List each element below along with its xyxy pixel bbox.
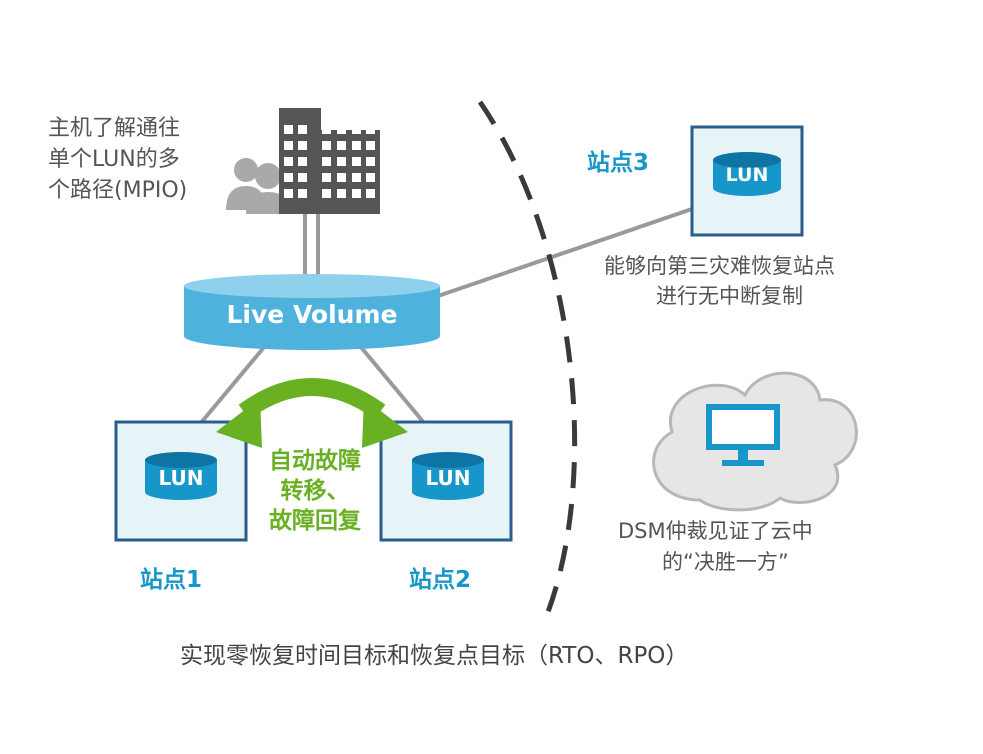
live-volume-cylinder — [184, 274, 440, 350]
building-window — [337, 157, 346, 166]
building-window — [337, 125, 346, 134]
building-window — [284, 189, 293, 198]
building-window — [298, 125, 307, 134]
building-window — [322, 173, 331, 182]
building-window — [298, 157, 307, 166]
volume-to-site1-line — [193, 338, 272, 432]
building-window — [366, 157, 375, 166]
building-window — [322, 157, 331, 166]
site3-label: 站点3 — [587, 150, 650, 176]
site2-label: 站点2 — [409, 567, 472, 593]
building-window — [284, 157, 293, 166]
site1-lun-label: LUN — [158, 466, 204, 490]
site3-lun-label: LUN — [725, 164, 769, 186]
mpio-line-2: 单个LUN的多 — [48, 147, 180, 172]
building-window — [352, 189, 361, 198]
failover-line-2: 转移、 — [280, 478, 350, 504]
cloud-witness-text: DSM仲裁见证了云中 的“决胜一方” — [618, 516, 813, 578]
dashed-boundary-arc — [477, 100, 578, 613]
monitor-icon — [706, 404, 780, 466]
building-window — [284, 125, 293, 134]
building-window — [322, 189, 331, 198]
building-window — [284, 173, 293, 182]
site2-box — [379, 420, 513, 542]
volume-to-site3-line — [437, 206, 696, 298]
building-icon — [279, 108, 380, 214]
cloud-line-1: DSM仲裁见证了云中 — [618, 519, 813, 543]
live-volume-label: Live Volume — [226, 300, 398, 329]
building-window — [352, 173, 361, 182]
building-window — [366, 189, 375, 198]
site1-box — [114, 420, 248, 542]
building-window — [337, 173, 346, 182]
failover-line-1: 自动故障 — [269, 448, 361, 474]
building-window — [352, 157, 361, 166]
building-window — [352, 141, 361, 150]
building-window — [337, 189, 346, 198]
site1-lun-cylinder — [145, 452, 217, 500]
building-window — [337, 141, 346, 150]
building-window — [284, 141, 293, 150]
building-window — [298, 141, 307, 150]
site2-lun-label: LUN — [425, 466, 471, 490]
volume-to-site2-line — [353, 338, 432, 432]
building-window — [352, 125, 361, 134]
building-window — [366, 141, 375, 150]
building-window — [298, 173, 307, 182]
mpio-line-3: 个路径(MPIO) — [48, 178, 188, 203]
site3-lun-cylinder — [713, 152, 781, 196]
mpio-text: 主机了解通往 单个LUN的多 个路径(MPIO) — [48, 113, 187, 206]
building-window — [298, 189, 307, 198]
cloud-line-2: 的“决胜一方” — [662, 550, 789, 574]
failover-text: 自动故障 转移、 故障回复 — [248, 446, 382, 536]
site2-lun-cylinder — [412, 452, 484, 500]
building-window — [322, 125, 331, 134]
double-arrow-icon — [216, 378, 408, 448]
mpio-line-1: 主机了解通往 — [48, 116, 181, 141]
building-window — [366, 125, 375, 134]
replication-text: 能够向第三灾难恢复站点 进行无中断复制 — [604, 251, 835, 311]
building-window — [366, 173, 375, 182]
site1-label: 站点1 — [140, 567, 203, 593]
replication-line-1: 能够向第三灾难恢复站点 — [604, 254, 835, 278]
building-window — [322, 141, 331, 150]
replication-line-2: 进行无中断复制 — [656, 284, 803, 308]
connection-lines — [193, 206, 696, 432]
site3-box — [690, 125, 804, 237]
failover-line-3: 故障回复 — [269, 508, 361, 534]
bottom-summary-text: 实现零恢复时间目标和恢复点目标（RTO、RPO） — [180, 643, 689, 669]
